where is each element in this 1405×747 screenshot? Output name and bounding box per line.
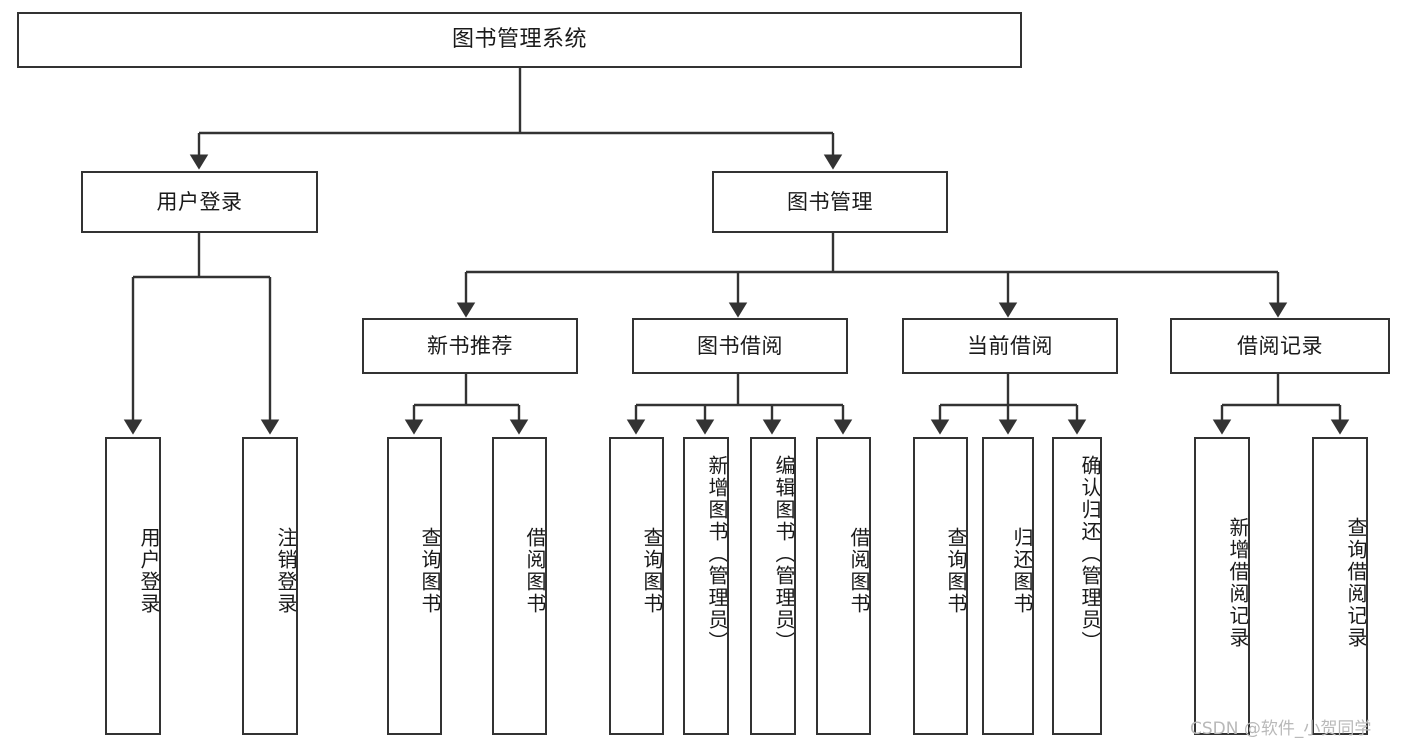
node-label: 新书推荐	[427, 333, 513, 358]
node-label: 确认归还（管理员）	[1078, 455, 1102, 653]
node-label: 归还图书	[1010, 527, 1034, 615]
node-label: 当前借阅	[967, 333, 1053, 358]
node-label: 注销登录	[274, 527, 298, 615]
node-label: 借阅图书	[523, 527, 547, 615]
node-leaf-borrow-book-2[interactable]: 借阅图书	[816, 437, 871, 735]
node-leaf-logout[interactable]: 注销登录	[242, 437, 298, 735]
node-user-login[interactable]: 用户登录	[81, 171, 318, 233]
node-leaf-query-book-3[interactable]: 查询图书	[913, 437, 968, 735]
node-label: 查询图书	[418, 527, 442, 615]
node-leaf-borrow-book-1[interactable]: 借阅图书	[492, 437, 547, 735]
node-label: 图书管理	[787, 189, 873, 214]
node-label: 图书借阅	[697, 333, 783, 358]
node-current-borrow[interactable]: 当前借阅	[902, 318, 1118, 374]
node-leaf-edit-book[interactable]: 编辑图书（管理员）	[750, 437, 796, 735]
node-label: 查询图书	[640, 527, 664, 615]
node-book-borrow[interactable]: 图书借阅	[632, 318, 848, 374]
csdn-watermark: CSDN @软件_小贺同学	[1190, 719, 1372, 739]
node-label: 借阅图书	[847, 527, 871, 615]
node-new-book-recommend[interactable]: 新书推荐	[362, 318, 578, 374]
node-leaf-query-record[interactable]: 查询借阅记录	[1312, 437, 1368, 735]
node-label: 查询借阅记录	[1344, 517, 1368, 649]
node-leaf-add-record[interactable]: 新增借阅记录	[1194, 437, 1250, 735]
node-leaf-add-book[interactable]: 新增图书（管理员）	[683, 437, 729, 735]
node-label: 用户登录	[156, 189, 243, 214]
node-label: 查询图书	[944, 527, 968, 615]
node-label: 借阅记录	[1237, 333, 1323, 358]
node-leaf-confirm-return[interactable]: 确认归还（管理员）	[1052, 437, 1102, 735]
node-leaf-query-book-1[interactable]: 查询图书	[387, 437, 442, 735]
node-label: 用户登录	[137, 527, 161, 615]
node-label: 图书管理系统	[451, 27, 587, 53]
node-label: 编辑图书（管理员）	[772, 455, 796, 653]
node-label: 新增借阅记录	[1226, 517, 1250, 649]
node-label: 新增图书（管理员）	[705, 455, 729, 653]
node-leaf-query-book-2[interactable]: 查询图书	[609, 437, 664, 735]
node-root-system[interactable]: 图书管理系统	[17, 12, 1022, 68]
node-borrow-record[interactable]: 借阅记录	[1170, 318, 1390, 374]
node-book-manage[interactable]: 图书管理	[712, 171, 948, 233]
node-leaf-return-book[interactable]: 归还图书	[982, 437, 1034, 735]
node-leaf-user-login[interactable]: 用户登录	[105, 437, 161, 735]
